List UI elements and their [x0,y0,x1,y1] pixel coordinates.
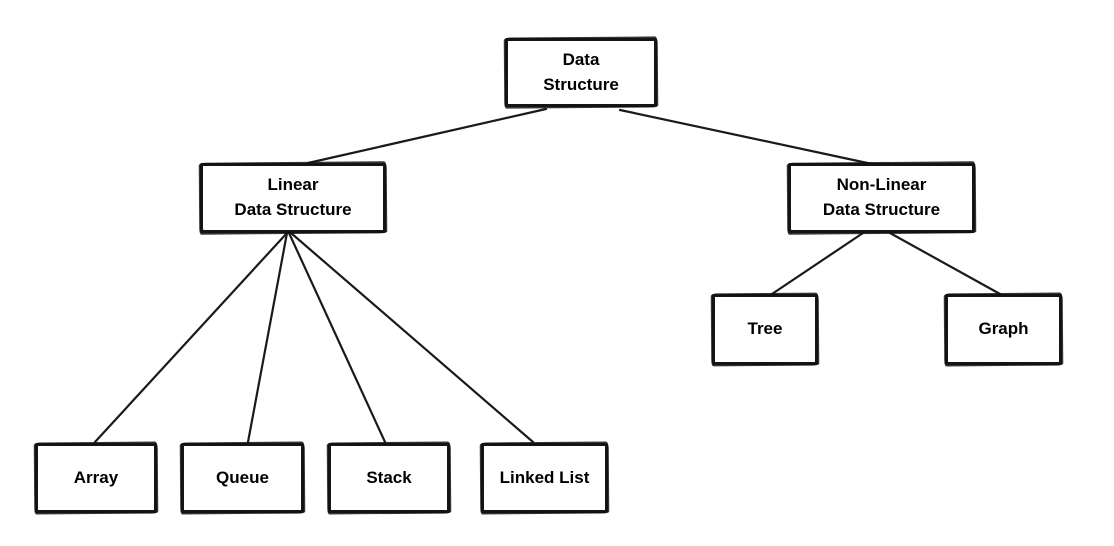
node-tree: Tree [712,294,818,365]
node-linked-list-label: Linked List [499,467,590,487]
node-array-label: Array [73,467,119,487]
edge-linear-array [93,231,289,444]
edge-non-linear-graph [888,231,1002,296]
node-linear-data-structure: Linear Data Structure [200,163,386,233]
node-linear-data-structure-label: Linear Data Structure [234,175,352,219]
node-linked-list: Linked List [481,443,608,513]
edge-linear-queue [246,231,289,444]
edge-non-linear-tree [770,231,865,296]
node-stack-label: Stack [366,467,412,487]
node-graph: Graph [945,294,1062,365]
node-stack: Stack [328,443,450,513]
node-graph-label: Graph [978,319,1029,339]
edge-root-linear [306,107,548,165]
node-non-linear-data-structure-label: Non-Linear Data Structure [822,175,941,219]
node-non-linear-data-structure: Non-Linear Data Structure [788,163,975,233]
edge-linear-linked-list [289,231,535,444]
edge-root-non-linear [618,108,874,166]
node-queue: Queue [181,443,304,513]
node-data-structure: Data Structure [505,38,657,107]
edge-linear-stack [287,231,387,444]
node-tree-label: Tree [747,319,783,339]
node-array: Array [35,443,157,513]
node-queue-label: Queue [216,467,269,487]
node-data-structure-label: Data Structure [543,49,619,94]
